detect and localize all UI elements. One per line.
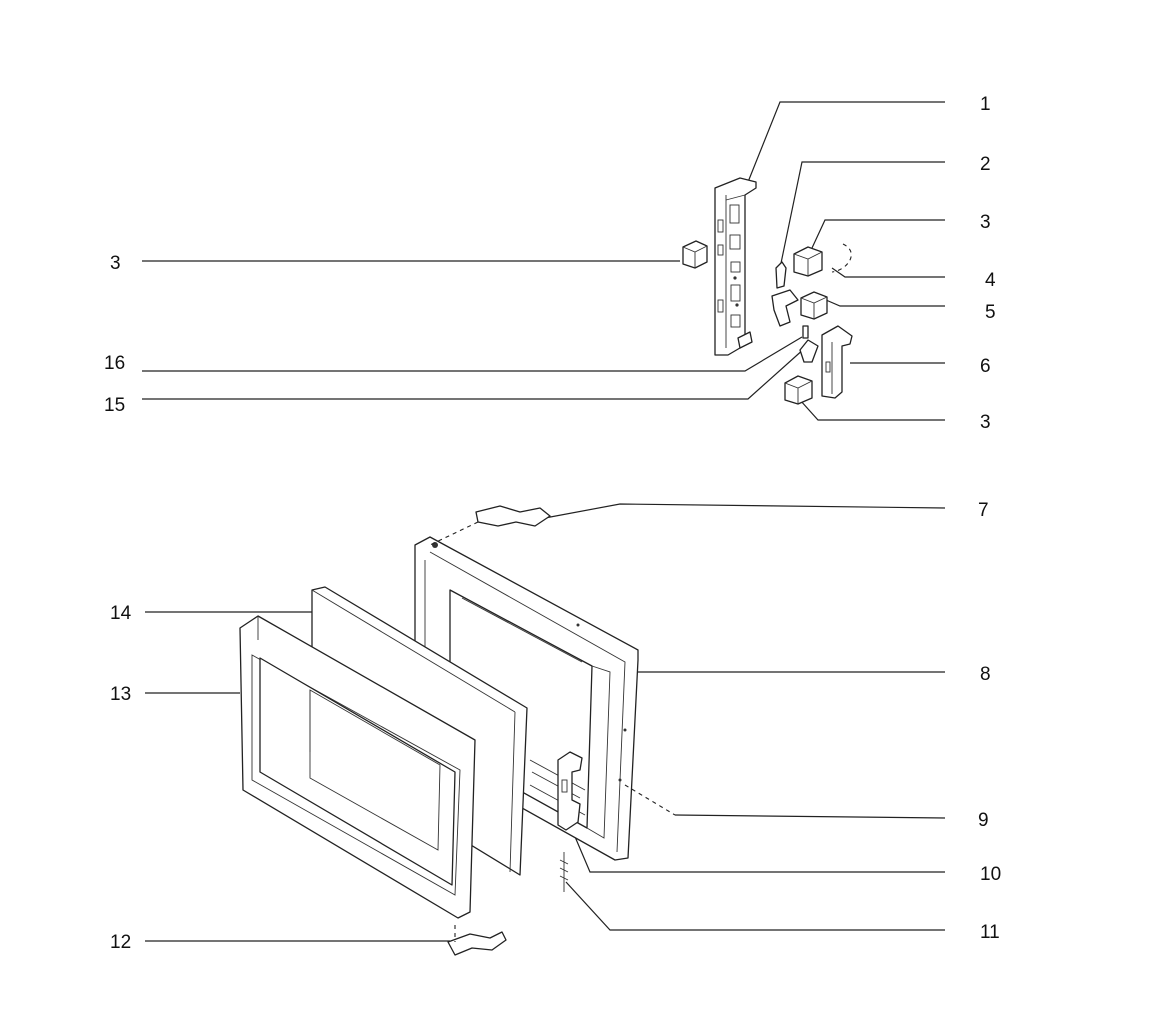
switch-part-3-top — [793, 246, 823, 277]
callout-8: 8 — [980, 664, 991, 685]
bracket-part-6 — [821, 325, 853, 399]
leader-3-top — [811, 219, 945, 249]
callout-16: 16 — [104, 353, 125, 374]
latch-plate-part-1 — [714, 177, 757, 356]
leader-7 — [544, 503, 946, 519]
callout-6: 6 — [980, 356, 991, 377]
latch-assembly — [682, 177, 853, 405]
switch-part-5 — [800, 291, 828, 320]
pin-part-9 — [624, 784, 676, 816]
switch-part-3-right — [784, 375, 813, 405]
latch-hook — [771, 289, 799, 327]
callout-10: 10 — [980, 864, 1001, 885]
callout-5: 5 — [985, 302, 996, 323]
switch-part-3-left — [682, 240, 708, 269]
leader-16 — [142, 336, 803, 372]
callout-12: 12 — [110, 932, 131, 953]
leader-lines — [142, 101, 946, 942]
callout-3-top: 3 — [980, 212, 991, 233]
callout-13: 13 — [110, 684, 131, 705]
spring-part-4 — [831, 243, 852, 273]
leader-10 — [572, 831, 945, 873]
lever-part-15 — [799, 339, 819, 363]
callout-11: 11 — [980, 922, 1000, 943]
callout-9: 9 — [978, 810, 989, 831]
callout-2: 2 — [980, 154, 991, 175]
callout-3-right: 3 — [980, 412, 991, 433]
leader-2 — [779, 161, 945, 269]
hinge-part-7 — [429, 505, 551, 546]
leader-9 — [674, 814, 946, 819]
leader-3-right — [799, 399, 945, 421]
callout-labels: 1 2 3 4 5 6 3 7 8 9 10 11 3 16 15 14 13 … — [104, 94, 1001, 953]
latch-hook-part-10 — [557, 751, 583, 831]
spring-part-11 — [559, 852, 569, 892]
callout-14: 14 — [110, 603, 132, 624]
front-door-panel-part-13 — [239, 615, 476, 919]
callout-3-left: 3 — [110, 253, 121, 274]
callout-1: 1 — [980, 94, 991, 115]
leader-4 — [831, 267, 945, 278]
leader-5 — [825, 299, 945, 307]
leader-1 — [747, 101, 945, 183]
leader-11 — [565, 881, 945, 931]
pin-part-16 — [802, 325, 809, 339]
hinge-part-12 — [447, 925, 507, 956]
callout-7: 7 — [978, 500, 989, 521]
callout-4: 4 — [985, 270, 996, 291]
lever-part-2 — [775, 261, 787, 289]
callout-15: 15 — [104, 395, 125, 416]
leader-15 — [142, 347, 806, 400]
door-assembly — [239, 505, 676, 956]
